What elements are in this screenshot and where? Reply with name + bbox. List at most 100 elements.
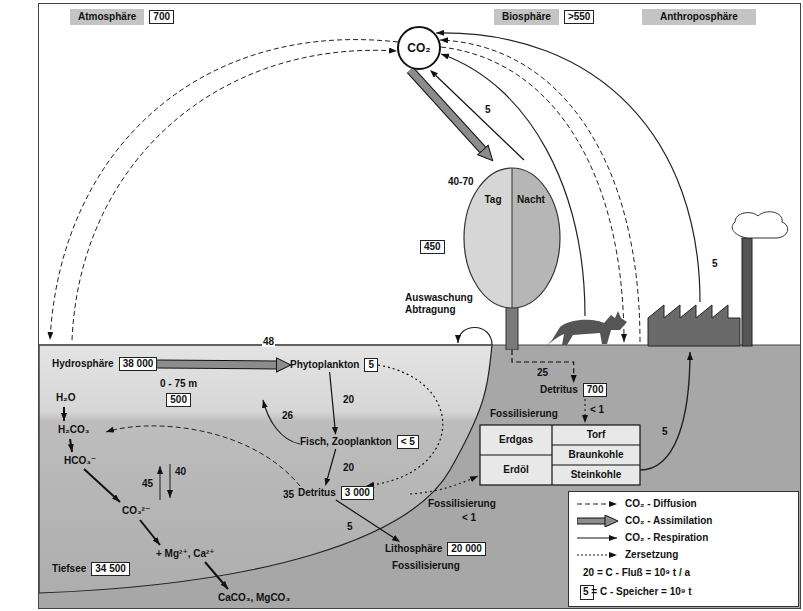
table-cell-box: Steinkohle <box>552 465 640 485</box>
reservoir-node: Lithosphäre20 000 <box>385 542 486 556</box>
chemical-formula: H₂CO₃ <box>58 424 89 435</box>
sample-head <box>605 515 618 527</box>
table-rule <box>480 454 552 455</box>
legend-sample <box>577 532 619 544</box>
reaction-arrow <box>205 562 228 589</box>
diffusion-line <box>72 50 397 340</box>
factory-chimney <box>742 238 752 346</box>
crown-outline <box>464 168 560 308</box>
reservoir-name: Hydrosphäre <box>52 358 114 370</box>
reservoir-node: Fisch, Zooplankton< 5 <box>300 435 419 449</box>
assimilation-arrow <box>157 361 276 369</box>
reservoir-name: Lithosphäre <box>385 543 442 555</box>
chemical-formula-box: H₂CO₃ <box>58 424 89 436</box>
storage-number: 500 <box>166 393 191 407</box>
node-label: CO₂ <box>407 41 430 55</box>
flow-number: 20 <box>342 462 355 473</box>
reaction-arrow <box>140 520 160 545</box>
night-label: Nacht <box>512 194 550 206</box>
fossilisation-arrow <box>584 399 585 423</box>
decomposition-arrow <box>374 365 443 485</box>
smoke-cloud <box>732 212 787 238</box>
legend-row: CO₂ - Diffusion <box>577 498 697 510</box>
sphere-name: Biosphäre <box>494 9 559 25</box>
chemical-formula: H₂O <box>56 392 75 403</box>
flow-number-box: < 1 <box>590 404 604 416</box>
flow-label-box: 5 <box>484 104 492 116</box>
assimilation-sample <box>577 515 619 527</box>
assimilation-outline <box>157 360 276 370</box>
flow-number-box: 5 <box>662 426 668 438</box>
legend-text: CO₂ - Diffusion <box>625 498 697 510</box>
legend-row: CO₂ - Respiration <box>577 532 708 544</box>
sphere-name: Anthroposphäre <box>642 9 756 25</box>
process-label-box: Fossilisierung <box>392 560 460 572</box>
legend-row: 20 = C - Fluß = 10⁹ t / a <box>583 567 690 579</box>
flow-number-box: 26 <box>282 410 293 422</box>
co2-node: CO₂ <box>397 26 441 70</box>
depth-label: 0 - 75 m <box>160 378 197 390</box>
table-cell: Erdöl <box>503 464 529 476</box>
flow-number: 5 <box>346 521 354 532</box>
factory-building <box>648 305 740 346</box>
flow-number: 25 <box>536 367 549 378</box>
legend-text: CO₂ - Respiration <box>625 532 708 544</box>
flow-number: 48 <box>262 336 275 347</box>
table-cell: Steinkohle <box>571 469 622 481</box>
storage-box: 450 <box>420 240 445 254</box>
connector <box>336 500 394 538</box>
land-surface <box>492 345 800 346</box>
flow-number: < 1 <box>462 512 476 523</box>
reservoir-node: Detritus3 000 <box>298 486 374 500</box>
table-cell-box: Erdöl <box>480 455 552 485</box>
flow-label-box: 40-70 <box>447 176 475 188</box>
flow-number: < 1 <box>590 404 604 415</box>
flow-number: 40-70 <box>447 176 475 187</box>
flow-label-box: 5 <box>346 521 354 533</box>
respiration-arrow <box>263 400 300 444</box>
chemical-formula: CO₃²⁻ <box>122 505 150 516</box>
legend-sample <box>577 515 619 527</box>
reservoir-name: Tiefsee <box>52 563 86 575</box>
legend-box: CO₂ - DiffusionCO₂ - AssimilationCO₂ - R… <box>568 491 799 607</box>
flow-label-box: 25 <box>536 367 549 379</box>
table-rule <box>552 444 640 445</box>
chemical-formula: HCO₃⁻ <box>64 455 96 466</box>
connector <box>328 449 336 478</box>
flow-number-box: < 1 <box>462 512 476 524</box>
fossil-table <box>480 425 640 485</box>
process-label-box: Auswaschung Abtragung <box>405 292 473 316</box>
flow-number-box: 40 <box>175 466 186 478</box>
table-rule <box>552 464 640 465</box>
storage-number: 700 <box>583 383 608 397</box>
chemical-formula-box: CO₃²⁻ <box>122 505 150 517</box>
table-cell: Torf <box>587 429 606 441</box>
reservoir-node: Detritus 700 <box>540 383 607 397</box>
sample-shaft <box>577 518 606 524</box>
storage-number: < 5 <box>397 435 419 449</box>
storage-number: >550 <box>564 10 595 24</box>
sphere-heading: Atmosphäre700 <box>70 9 174 25</box>
connector <box>330 372 335 427</box>
chemical-formula-box: + Mg²⁺, Ca²⁺ <box>156 548 215 560</box>
flow-number-box: 5 <box>712 258 718 270</box>
reservoir-node: Hydrosphäre38 000 <box>52 357 157 371</box>
flow-number: 35 <box>283 489 294 500</box>
reservoir-name: Detritus <box>540 384 578 396</box>
flow-number: 5 <box>484 104 492 115</box>
flow-arrow <box>336 500 394 538</box>
flow-arrow <box>328 449 336 478</box>
sea-basin <box>39 345 492 593</box>
sphere-heading: Biosphäre >550 <box>494 9 594 25</box>
legend-text: 5 = C - Speicher = 10⁹ t <box>583 586 692 598</box>
flow-number-box: 35 <box>283 489 294 501</box>
reservoir-node: Phytoplankton5 <box>290 358 378 372</box>
co2-circle <box>398 27 440 69</box>
storage-number: 34 500 <box>91 562 130 576</box>
table-cell: Erdgas <box>499 434 533 446</box>
connector <box>436 76 524 161</box>
storage-number: 5 <box>364 358 378 372</box>
flow-arrow <box>436 76 524 161</box>
reaction-arrow <box>63 407 65 421</box>
crown-divider <box>512 168 513 308</box>
